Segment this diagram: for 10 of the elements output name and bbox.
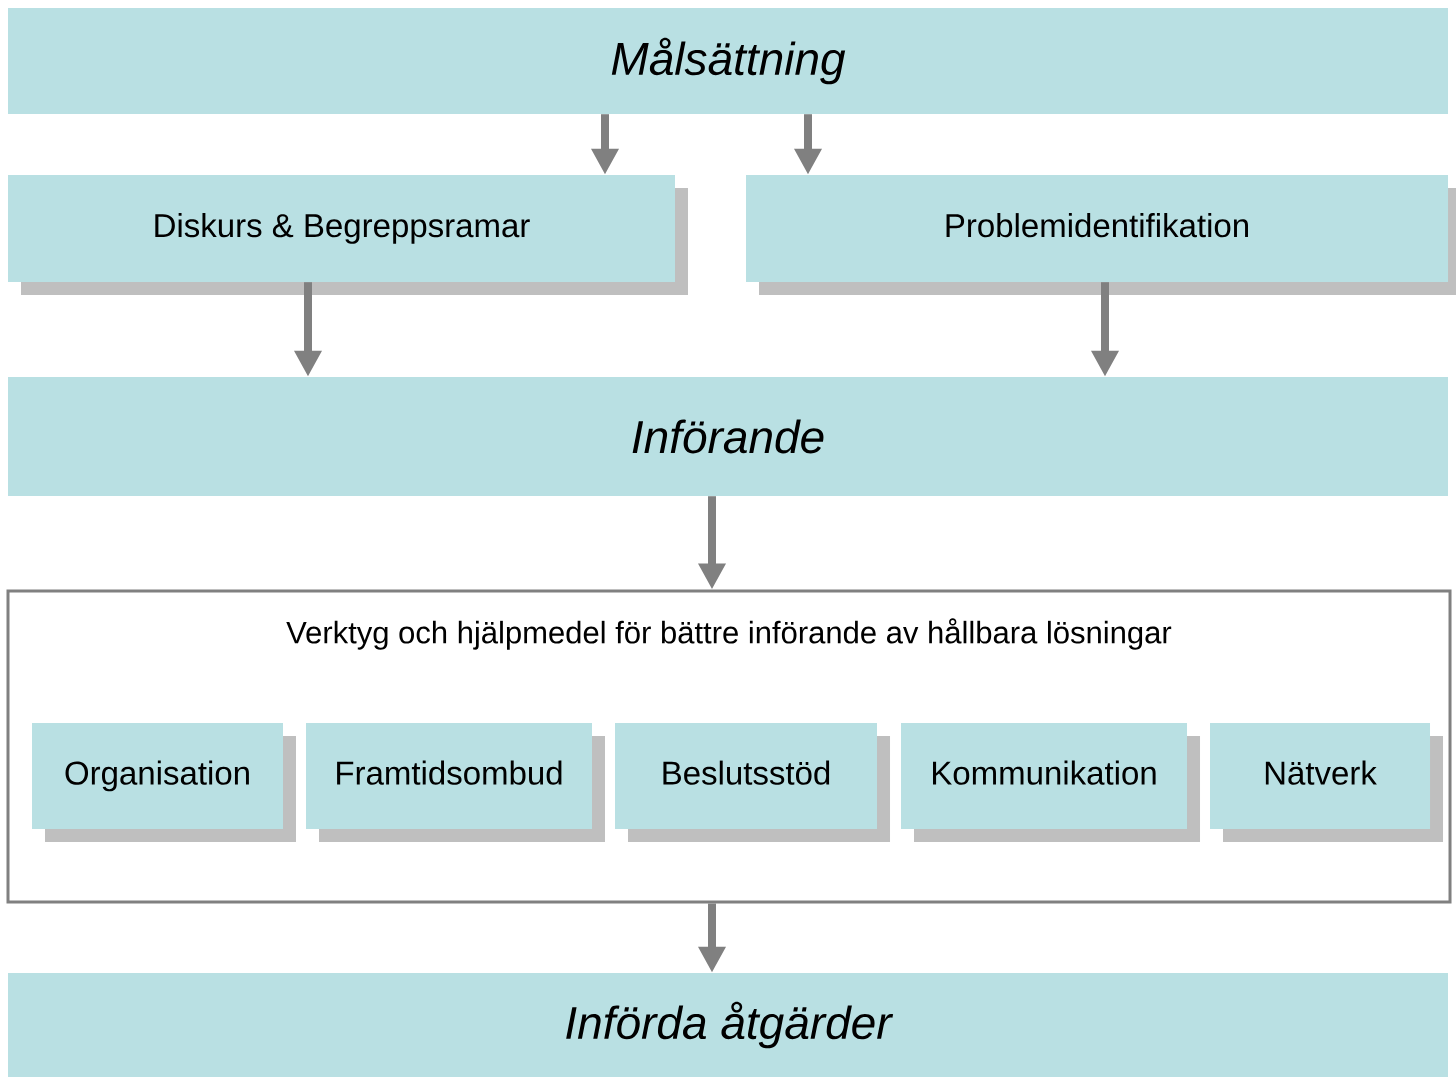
title-band: Målsättning (8, 8, 1448, 114)
title-band: Införande (8, 377, 1448, 496)
process-box: Nätverk (1210, 723, 1443, 842)
process-box: Problemidentifikation (746, 175, 1456, 295)
process-box: Kommunikation (901, 723, 1200, 842)
process-box: Beslutsstöd (615, 723, 890, 842)
process-box: Diskurs & Begreppsramar (8, 175, 688, 295)
process-box: Organisation (32, 723, 296, 842)
title-band: Införda åtgärder (8, 973, 1448, 1077)
process-box: Framtidsombud (306, 723, 605, 842)
